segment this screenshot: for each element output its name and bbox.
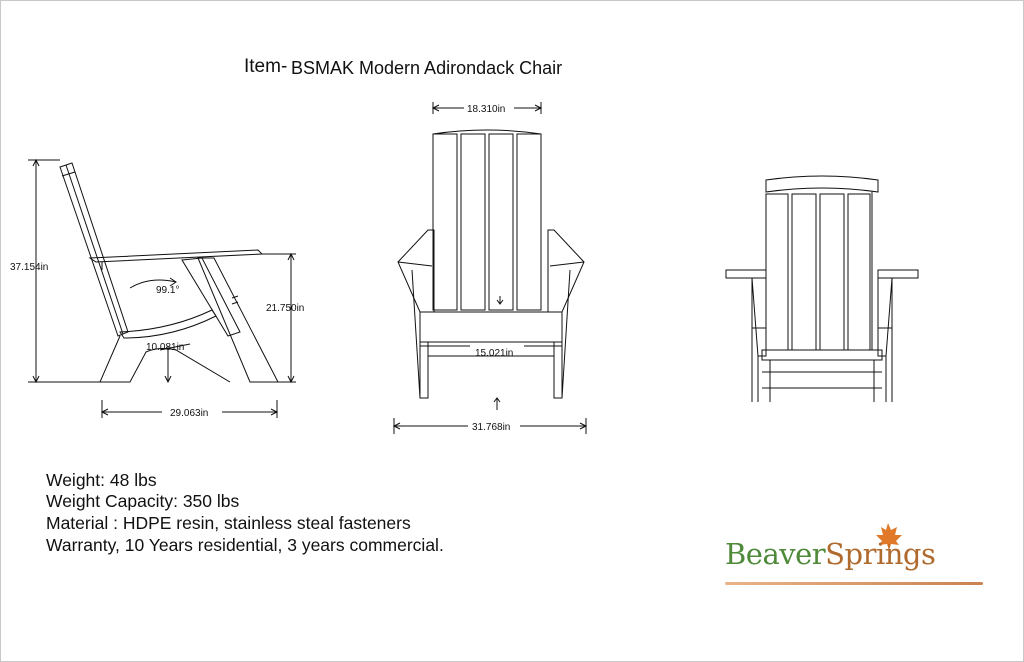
dim-side-height: 37.154in [10, 262, 48, 273]
spec-warranty: Warranty, 10 Years residential, 3 years … [46, 535, 444, 555]
rear-view [725, 175, 919, 402]
logo-part-springs: Springs [825, 537, 936, 571]
spec-weight: Weight: 48 lbs [46, 470, 157, 490]
maple-leaf-icon [876, 523, 902, 553]
dim-depth: 29.063in [170, 408, 208, 419]
dim-seat-front: 10.081in [146, 342, 184, 353]
dim-recline-angle: 99.1° [156, 285, 179, 296]
spec-material: Material : HDPE resin, stainless steal f… [46, 513, 411, 533]
beaversprings-logo: BeaverSprings [725, 537, 936, 571]
front-view [392, 102, 588, 434]
dim-seat-height: 21.750in [266, 303, 304, 314]
dim-back-width: 18.310in [467, 104, 505, 115]
spec-capacity: Weight Capacity: 350 lbs [46, 491, 240, 511]
dim-overall-width: 31.768in [472, 422, 510, 433]
page-title: BSMAK Modern Adirondack Chair [291, 58, 563, 78]
dim-seat-width: 15.021in [475, 348, 513, 359]
title-prefix: Item- [244, 56, 288, 77]
logo-part-beaver: Beaver [725, 537, 826, 571]
side-view [28, 158, 296, 418]
logo-underline [725, 582, 983, 585]
